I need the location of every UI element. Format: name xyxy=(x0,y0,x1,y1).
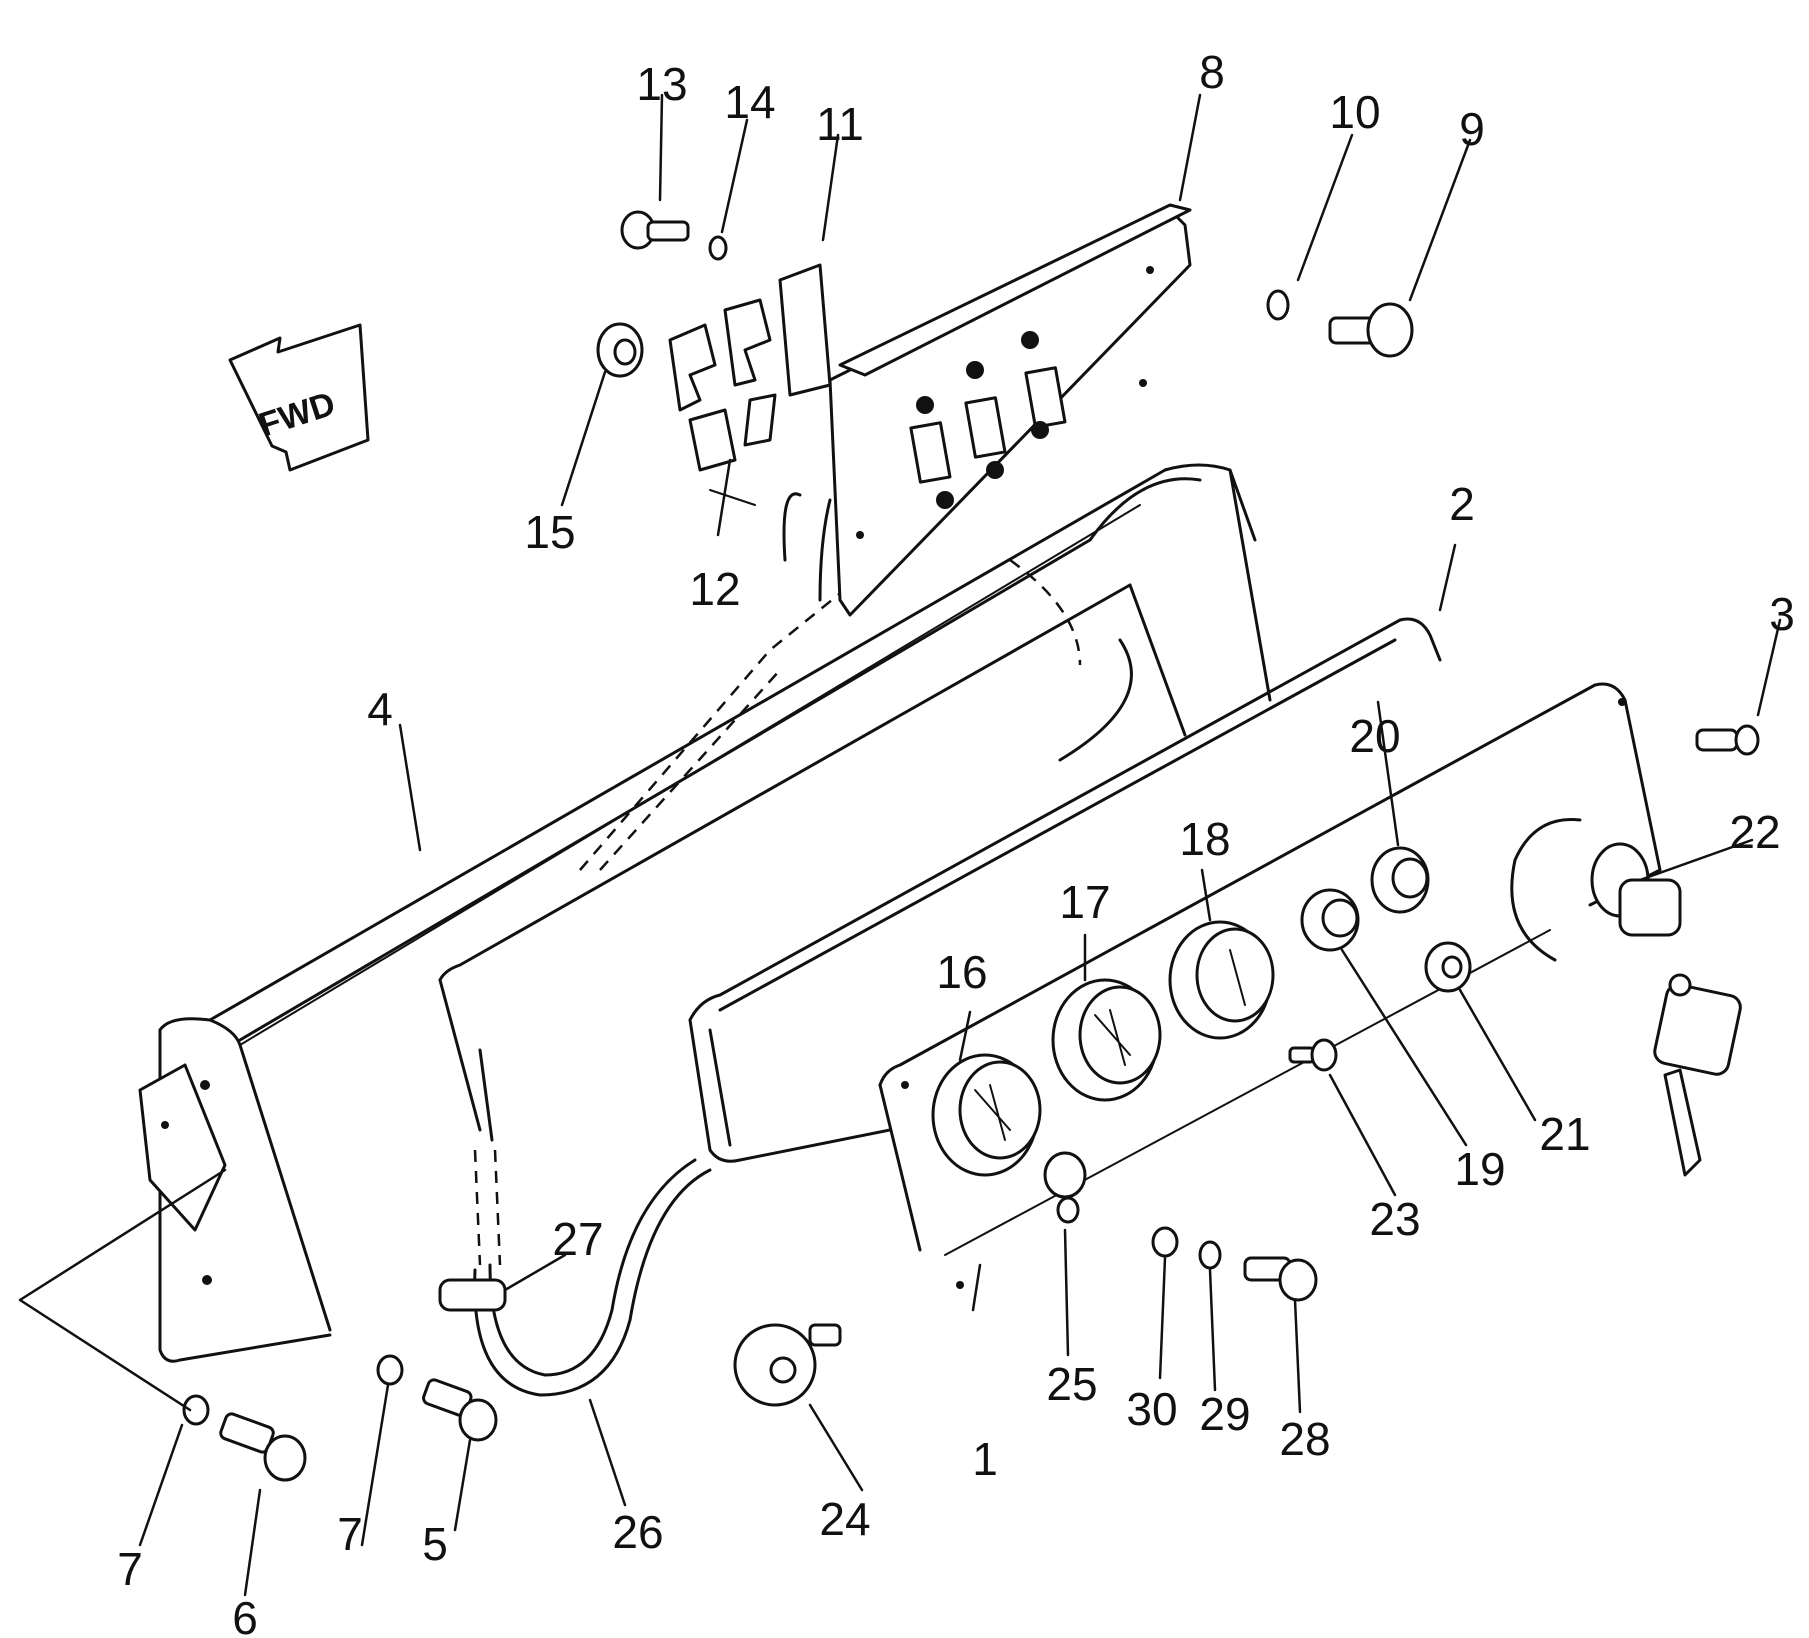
washer-7b xyxy=(376,1354,404,1386)
callout-7a: 7 xyxy=(117,1543,143,1595)
pilot-lamp-20 xyxy=(1370,846,1430,914)
connector-25 xyxy=(1043,1151,1087,1224)
callout-7b: 7 xyxy=(337,1508,363,1560)
callout-25: 25 xyxy=(1046,1358,1097,1410)
console-housing xyxy=(138,463,1272,1363)
gauge-18 xyxy=(1168,920,1275,1040)
callout-23: 23 xyxy=(1369,1193,1420,1245)
washer-14 xyxy=(708,235,728,261)
callout-15: 15 xyxy=(524,506,575,558)
callout-19: 19 xyxy=(1454,1143,1505,1195)
callout-numbers: 1 2 3 4 5 6 7 7 8 9 10 11 12 13 14 15 16… xyxy=(117,46,1795,1638)
callout-18: 18 xyxy=(1179,813,1230,865)
callout-9: 9 xyxy=(1459,103,1485,155)
bolt-3 xyxy=(1695,724,1760,756)
callout-1: 1 xyxy=(972,1433,998,1485)
callout-2: 2 xyxy=(1449,478,1475,530)
bolt-5 xyxy=(422,1378,498,1442)
nut-15 xyxy=(596,322,644,378)
bolt-9 xyxy=(1328,302,1414,358)
switch-panel xyxy=(782,203,1192,617)
bolt-28 xyxy=(1243,1256,1318,1302)
grommet-21 xyxy=(1424,941,1472,993)
callout-29: 29 xyxy=(1199,1388,1250,1440)
washer-7a xyxy=(182,1394,210,1426)
callout-21: 21 xyxy=(1539,1108,1590,1160)
callout-30: 30 xyxy=(1126,1383,1177,1435)
screw-23 xyxy=(1288,1038,1338,1072)
callout-12: 12 xyxy=(689,563,740,615)
callout-24: 24 xyxy=(819,1493,870,1545)
gauge-16 xyxy=(931,1053,1042,1177)
bolt-13 xyxy=(620,210,690,250)
callout-27: 27 xyxy=(552,1213,603,1265)
callout-6: 6 xyxy=(232,1592,258,1638)
callout-26: 26 xyxy=(612,1506,663,1558)
key-switch xyxy=(1510,818,1742,1177)
callout-3: 3 xyxy=(1769,588,1795,640)
callout-28: 28 xyxy=(1279,1413,1330,1465)
callout-22: 22 xyxy=(1729,806,1780,858)
callout-17: 17 xyxy=(1059,876,1110,928)
callout-14: 14 xyxy=(724,76,775,128)
callout-10: 10 xyxy=(1329,86,1380,138)
leader-lines xyxy=(18,93,1782,1597)
washer-29 xyxy=(1198,1240,1222,1270)
clamp-27 xyxy=(438,1278,507,1312)
forward-direction-arrow-icon: FWD xyxy=(228,323,370,472)
buzzer-24 xyxy=(733,1323,842,1407)
gauge-17 xyxy=(1051,978,1162,1102)
gasket xyxy=(688,617,1442,1163)
key-icon xyxy=(1668,973,1692,997)
washer-30 xyxy=(1151,1226,1179,1258)
callout-11: 11 xyxy=(816,98,864,150)
switch-brackets xyxy=(668,263,832,506)
callout-16: 16 xyxy=(936,946,987,998)
washer-10 xyxy=(1266,289,1290,321)
callout-8: 8 xyxy=(1199,46,1225,98)
callout-5: 5 xyxy=(422,1518,448,1570)
harness-26 xyxy=(473,1048,712,1397)
bolt-6 xyxy=(219,1412,307,1482)
callout-20: 20 xyxy=(1349,710,1400,762)
pilot-lamp-19 xyxy=(1300,888,1360,952)
callout-4: 4 xyxy=(367,683,393,735)
callout-13: 13 xyxy=(636,58,687,110)
